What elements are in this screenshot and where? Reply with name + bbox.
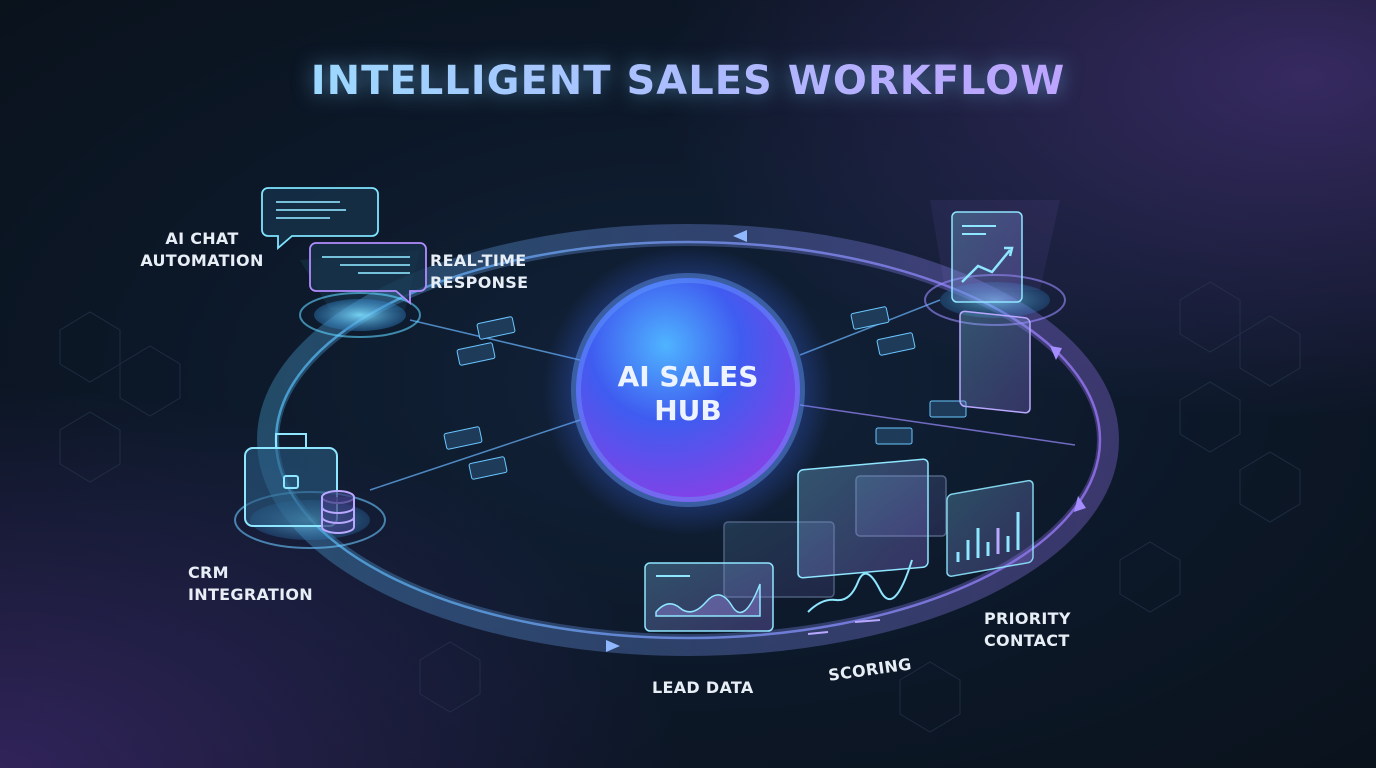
hub-sphere: [571, 273, 805, 507]
label-priority-contact: PRIORITY CONTACT: [984, 608, 1104, 652]
hub-label-line2: HUB: [654, 394, 722, 427]
label-line: CONTACT: [984, 631, 1070, 650]
data-packet-icons: [443, 306, 967, 480]
analytics-node: [924, 200, 1066, 414]
label-line: LEAD DATA: [652, 678, 754, 697]
label-line: RESPONSE: [430, 273, 529, 292]
lead-data-card: [644, 562, 774, 632]
label-line: AUTOMATION: [140, 251, 264, 270]
label-crm-integration: CRM INTEGRATION: [188, 562, 328, 606]
hub-label-line1: AI SALES: [617, 360, 759, 393]
hub-label: AI SALES HUB: [588, 360, 788, 428]
label-line: CRM: [188, 563, 229, 582]
label-lead-data: LEAD DATA: [652, 677, 772, 699]
hex-grid: [59, 281, 1301, 733]
connector-lines: [369, 299, 1076, 491]
label-line: AI CHAT: [165, 229, 239, 248]
flow-arrow-icons: [606, 230, 1086, 652]
label-real-time-response: REAL-TIME RESPONSE: [430, 250, 550, 294]
workflow-ring: [257, 224, 1119, 656]
crm-node: [234, 433, 386, 549]
label-line: PRIORITY: [984, 609, 1071, 628]
chat-bubble-icon: [261, 187, 427, 305]
chat-node: [261, 187, 427, 338]
scoring-card: [797, 458, 929, 579]
database-icon: [321, 490, 355, 534]
page-title: INTELLIGENT SALES WORKFLOW: [0, 58, 1376, 104]
label-line: REAL-TIME: [430, 251, 527, 270]
label-ai-chat-automation: AI CHAT AUTOMATION: [132, 228, 272, 272]
dashboard-cards: [644, 458, 1034, 635]
priority-card: [946, 479, 1034, 577]
trend-chart-icon: [951, 211, 1031, 414]
label-line: INTEGRATION: [188, 585, 313, 604]
briefcase-icon: [244, 433, 338, 527]
